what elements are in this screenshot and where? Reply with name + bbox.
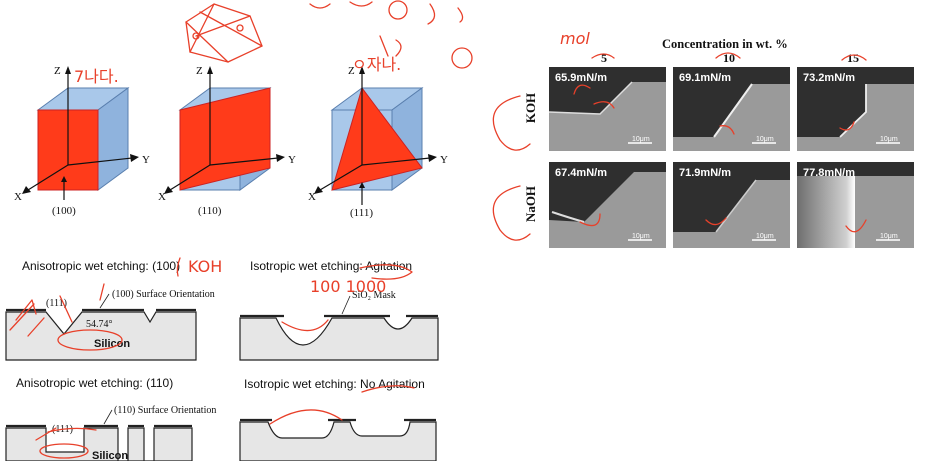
aniso-100-panel: Anisotropic wet etching: (100) (111) (10… — [5, 259, 215, 361]
silicon-substrate — [5, 311, 197, 361]
note-near-sem-title: mol — [560, 29, 590, 48]
plane-label: (110) — [198, 205, 222, 217]
silicon-label: Silicon — [92, 450, 128, 461]
y-axis-label: Y — [142, 154, 150, 166]
z-axis-label: Z — [196, 65, 203, 77]
surface-tension-label: 77.8mN/m — [803, 167, 855, 179]
silicon-substrate — [239, 317, 439, 361]
z-axis-label: Z — [54, 65, 61, 77]
column-header: 5 — [601, 51, 607, 65]
scale-bar-label: 10μm — [632, 136, 650, 143]
column-header: 10 — [723, 51, 735, 65]
aniso-110-panel: Anisotropic wet etching: (110) (111) (11… — [5, 376, 216, 461]
note-near-cube3: ㅇ자나. — [352, 55, 401, 74]
sem-image: 67.4mN/m 10μm — [549, 162, 666, 248]
surface-tension-label: 65.9mN/m — [555, 72, 607, 84]
angle-label: 54.74° — [86, 319, 113, 330]
x-axis-label: X — [158, 191, 166, 203]
surface-tension-label: 71.9mN/m — [679, 167, 731, 179]
surface-tension-label: 67.4mN/m — [555, 167, 607, 179]
surface-tension-label: 73.2mN/m — [803, 72, 855, 84]
x-axis-label: X — [308, 191, 316, 203]
sem-image: 77.8mN/m 10μm — [797, 162, 914, 248]
plane-label: (100) — [52, 205, 76, 217]
sem-image: 71.9mN/m 10μm — [673, 162, 790, 248]
y-axis-label: Y — [288, 154, 296, 166]
silicon-substrate — [5, 427, 193, 461]
sio2-mask-label: SiO₂ Mask — [352, 290, 396, 301]
scale-bar-label: 10μm — [756, 136, 774, 143]
silicon-substrate — [239, 421, 437, 461]
note-iso-numbers: 100 1000 — [310, 277, 386, 296]
cube-110: Z Y X (110) — [158, 65, 296, 217]
row-header: NaOH — [523, 186, 538, 222]
aniso-100-title: Anisotropic wet etching: (100) — [22, 259, 180, 273]
aniso-110-title: Anisotropic wet etching: (110) — [16, 376, 173, 390]
sem-image: 73.2mN/m 10μm — [797, 67, 914, 151]
surface-tension-label: 69.1mN/m — [679, 72, 731, 84]
plane-label: (111) — [350, 207, 373, 219]
z-axis-label: Z — [348, 65, 355, 77]
x-axis-label: X — [14, 191, 22, 203]
surface-orientation-label: (110) Surface Orientation — [114, 405, 216, 416]
plane-111-label: (111) — [46, 298, 67, 309]
scale-bar-label: 10μm — [880, 233, 898, 240]
iso-agitation-title: Isotropic wet etching: Agitation — [250, 259, 412, 273]
ink-sketch — [185, 0, 473, 69]
scale-bar-label: 10μm — [756, 233, 774, 240]
scale-bar-label: 10μm — [632, 233, 650, 240]
note-koh: KOH — [188, 257, 222, 276]
iso-agitation-panel: Isotropic wet etching: Agitation SiO₂ Ma… — [239, 259, 439, 361]
sem-image: 69.1mN/m 10μm — [673, 67, 790, 151]
plane-111-face — [331, 86, 423, 191]
plane-110-face — [179, 87, 271, 191]
y-axis-label: Y — [440, 154, 448, 166]
note-near-cube1: 7나다. — [74, 67, 119, 86]
scale-bar-label: 10μm — [880, 136, 898, 143]
row-header: KOH — [523, 93, 538, 123]
surface-orientation-label: (100) Surface Orientation — [112, 289, 215, 300]
cube-111: Z Y X (111) — [308, 65, 448, 219]
sem-image: 65.9mN/m 10μm — [548, 67, 666, 151]
sem-title: Concentration in wt. % — [662, 37, 788, 51]
cube-100: Z Y X (100) — [14, 65, 150, 217]
